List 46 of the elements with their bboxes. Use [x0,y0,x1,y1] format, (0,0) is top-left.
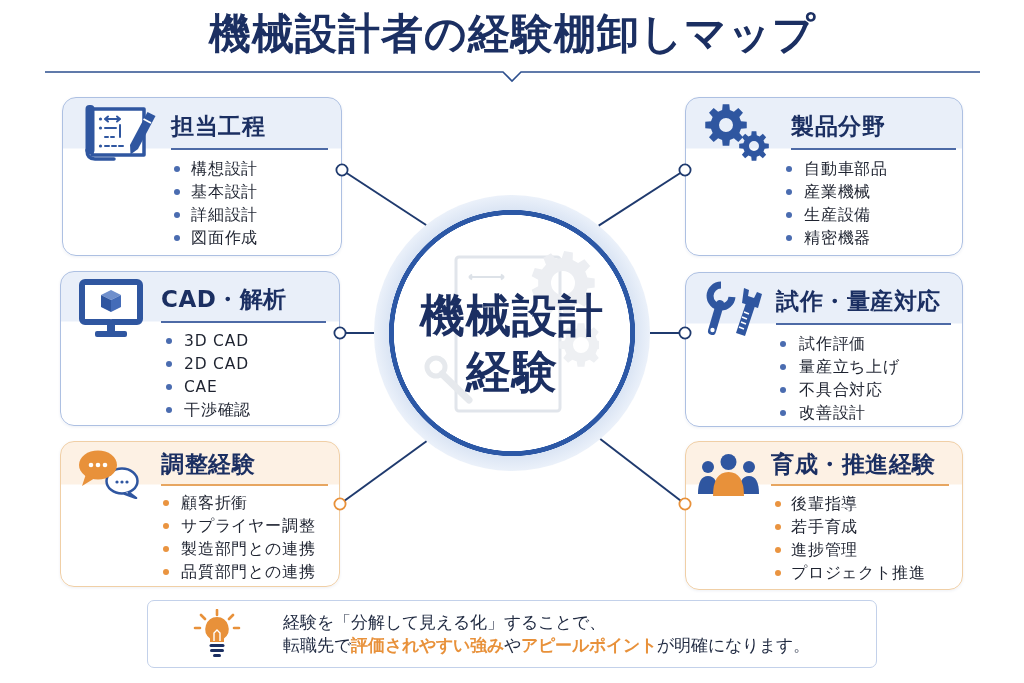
connector-line [333,326,375,340]
card-heading: CAD・解析 [161,285,287,314]
page-title: 機械設計者の経験棚卸しマップ [208,9,816,59]
list-item-text: 改善設計 [799,402,867,424]
category-card [685,272,963,427]
connector-line [597,163,692,227]
list-item-text: 精密機器 [804,227,872,249]
card-heading: 調整経験 [161,450,255,479]
card-heading: 育成・推進経験 [771,450,936,479]
list-item-text: 基本設計 [191,181,259,203]
list-item-text: プロジェクト推進 [791,562,926,584]
list-item-text: 若手育成 [791,516,859,538]
list-item-text: 産業機械 [804,181,872,203]
list-item-text: 2D CAD [184,353,249,375]
connector-line [599,438,692,511]
connector-line [649,326,692,340]
list-item-text: 品質部門との連携 [181,561,316,583]
list-item-text: サプライヤー調整 [181,515,316,537]
list-item-text: 進捗管理 [791,539,859,561]
note-box [147,600,877,668]
card-heading: 担当工程 [171,112,265,141]
list-item-text: 構想設計 [191,158,259,180]
category-card [60,441,340,587]
category-card [62,97,342,256]
note-text: 経験を「分解して見える化」することで、転職先で評価されやすい強みやアピールポイントが明確になります。 [283,612,811,657]
category-card [685,441,963,590]
connector-line [335,163,428,226]
list-item-text: 顧客折衝 [181,492,249,514]
central-title: 機械設計経験 [418,288,605,400]
list-item-text: 試作評価 [799,333,867,355]
list-item-text: 生産設備 [804,204,872,226]
list-item-text: 製造部門との連携 [181,538,316,560]
card-heading: 試作・量産対応 [776,287,941,316]
list-item-text: CAE [184,376,218,398]
connector-line [333,440,428,511]
list-item-text: 干渉確認 [184,399,252,421]
card-heading: 製品分野 [791,112,885,141]
list-item-text: 不具合対応 [799,379,883,401]
list-item-text: 図面作成 [191,227,259,249]
list-item-text: 量産立ち上げ [799,356,900,378]
list-item-text: 自動車部品 [804,158,888,180]
category-card [685,97,963,256]
list-item-text: 3D CAD [184,330,249,352]
category-card [60,271,340,426]
list-item-text: 詳細設計 [191,204,259,226]
list-item-text: 後輩指導 [791,493,859,515]
